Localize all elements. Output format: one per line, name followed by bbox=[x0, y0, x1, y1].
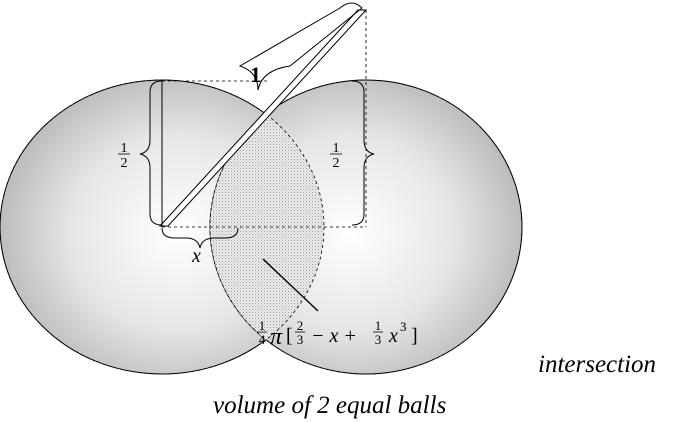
caption-volume-of-balls: volume of 2 equal balls bbox=[213, 392, 447, 419]
formula-middle: − x + bbox=[311, 325, 357, 347]
formula-frac2-numerator: 1 bbox=[375, 318, 382, 333]
formula-frac1-denominator: 3 bbox=[297, 332, 304, 347]
diagonal-brace bbox=[238, 2, 363, 91]
formula-variable: x bbox=[388, 325, 398, 347]
left-half-numerator: 1 bbox=[121, 141, 128, 156]
right-half-fraction: 1 2 bbox=[330, 141, 342, 171]
right-half-denominator: 2 bbox=[333, 156, 340, 171]
diagonal-bar bbox=[158, 9, 368, 227]
formula-close-bracket: ] bbox=[411, 325, 418, 347]
intersection-lens bbox=[210, 80, 324, 374]
right-brace bbox=[351, 80, 375, 226]
left-brace bbox=[139, 80, 163, 226]
segment-length-label: 1 bbox=[250, 62, 261, 87]
formula-pi: π bbox=[270, 324, 283, 350]
bottom-brace bbox=[161, 227, 239, 249]
formula-coef-numerator: 1 bbox=[259, 318, 266, 333]
right-half-numerator: 1 bbox=[333, 141, 340, 156]
formula-coef-denominator: 4 bbox=[259, 332, 266, 347]
formula-frac1-numerator: 2 bbox=[297, 318, 304, 333]
left-half-denominator: 2 bbox=[121, 156, 128, 171]
caption-intersection: intersection bbox=[538, 351, 657, 378]
intersection-volume-formula: 1 4 π [ 2 3 − x + 1 3 x 3 ] bbox=[257, 318, 418, 350]
offset-x-label: x bbox=[191, 245, 201, 267]
left-half-fraction: 1 2 bbox=[118, 141, 130, 171]
formula-open-bracket: [ bbox=[286, 325, 293, 347]
formula-exponent: 3 bbox=[400, 319, 407, 334]
formula-pointer-line bbox=[262, 258, 319, 312]
formula-frac2-denominator: 3 bbox=[375, 332, 382, 347]
